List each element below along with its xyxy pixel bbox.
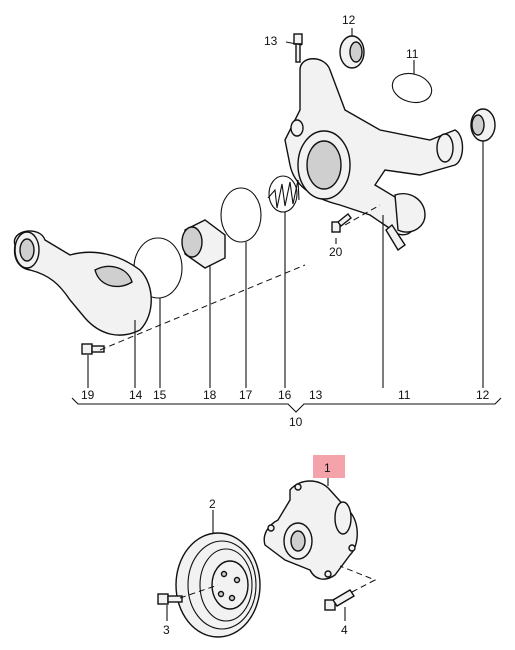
seal-ring-12-top [339,35,365,69]
label-3[interactable]: 3 [163,623,170,637]
label-13[interactable]: 13 [309,388,323,402]
label-13-top[interactable]: 13 [264,34,278,48]
label-15[interactable]: 15 [153,388,167,402]
label-18[interactable]: 18 [203,388,217,402]
label-2[interactable]: 2 [209,497,216,511]
label-17[interactable]: 17 [239,388,253,402]
group-bracket-10 [71,397,502,413]
spring-16 [267,175,300,213]
screw-13-top [293,33,303,63]
o-ring-11 [391,72,433,104]
label-12-top[interactable]: 12 [342,13,356,27]
bolt-3 [157,593,183,605]
thermostat-18 [181,219,226,269]
label-19[interactable]: 19 [81,388,95,402]
part-1-highlight [313,455,345,478]
label-11-top[interactable]: 11 [406,47,419,61]
label-12[interactable]: 12 [476,388,490,402]
label-1[interactable]: 1 [324,461,331,475]
label-11[interactable]: 11 [398,388,411,402]
elbow-pipe-14 [13,230,152,336]
label-20[interactable]: 20 [329,245,343,259]
leader-lines-bottom [166,478,346,621]
assembly-axis-line [99,204,381,351]
o-ring-17 [220,187,262,243]
label-16[interactable]: 16 [278,388,292,402]
label-4[interactable]: 4 [341,623,348,637]
bolt-19 [81,343,105,355]
label-10[interactable]: 10 [289,415,303,429]
seal-ring-12-right [470,108,496,142]
pump-axis-line [179,565,377,599]
bolt-20 [331,213,352,233]
bolt-4 [324,589,355,611]
coolant-flange-assembly [284,58,464,252]
water-pump-1 [263,480,358,580]
leader-lines-top [87,28,484,388]
label-14[interactable]: 14 [129,388,143,402]
